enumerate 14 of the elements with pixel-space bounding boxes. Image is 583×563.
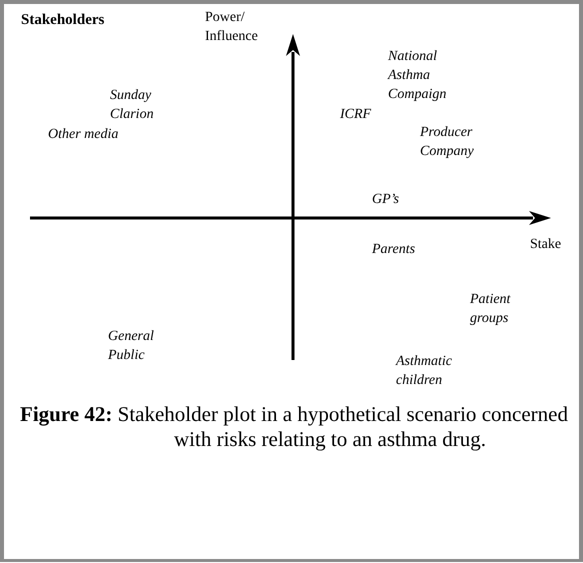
stakeholder-label: Asthmatic children xyxy=(396,353,453,390)
stakeholder-label: National Asthma Compaign xyxy=(388,48,448,104)
figure-caption: Figure 42: Stakeholder plot in a hypothetical scenario concerned with risks relating to an asthma drug. xyxy=(20,402,568,452)
stakeholder-label: ICRF xyxy=(340,106,372,124)
stakeholder-label: Parents xyxy=(372,241,416,259)
stakeholder-label: GP’s xyxy=(372,191,400,209)
stakeholder-label: General Public xyxy=(108,328,155,365)
stakeholder-label: Sunday Clarion xyxy=(110,87,155,124)
axis-label: Stake xyxy=(530,236,562,254)
axis-label: Power/ Influence xyxy=(205,9,259,46)
stakeholder-label: Patient groups xyxy=(470,291,512,328)
stakeholder-label: Other media xyxy=(48,126,120,144)
stakeholder-label: Producer Company xyxy=(420,124,475,161)
plot-title: Stakeholders xyxy=(21,12,104,29)
